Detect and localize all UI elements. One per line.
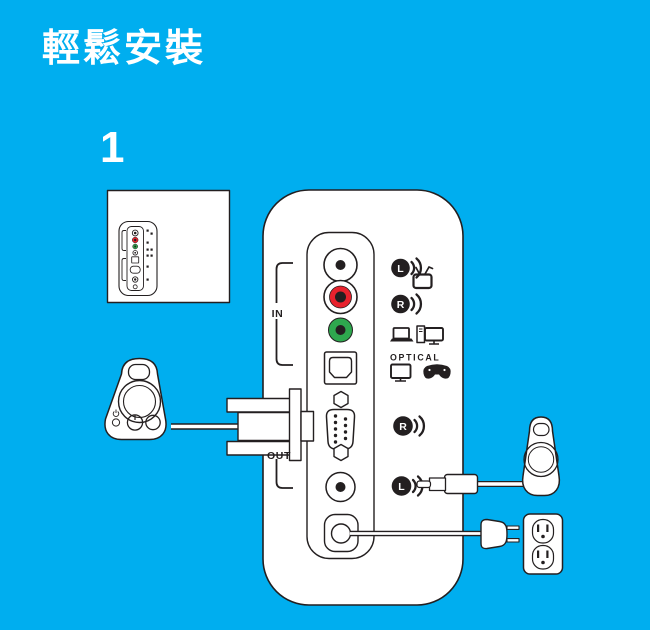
screw-hole-top <box>333 390 349 409</box>
tweeter <box>532 422 550 437</box>
badge-out-left: L <box>391 475 424 497</box>
screw-hole-bottom <box>333 443 349 462</box>
inset-mini-rear-panel <box>118 220 158 297</box>
connector-flange <box>288 388 302 462</box>
speaker-body <box>521 416 561 497</box>
plug-prong <box>506 525 520 530</box>
plug-prong <box>506 538 520 543</box>
display-icon <box>390 363 412 382</box>
thumbscrew-top <box>226 397 292 413</box>
sound-waves-icon <box>410 293 423 315</box>
connector-body <box>237 411 292 442</box>
inset-icon-specks <box>146 229 153 281</box>
rca-jack-white-in <box>323 247 358 283</box>
aux-jack-green-in <box>328 317 353 343</box>
badge-in-left: L <box>391 257 423 279</box>
connector-plug <box>300 410 315 442</box>
outlet-plate <box>522 513 564 575</box>
tv-icon <box>412 266 434 290</box>
rca-plug <box>416 473 479 495</box>
left-speaker <box>104 357 167 441</box>
sound-waves-icon <box>410 257 423 279</box>
in-section: IN <box>266 262 293 366</box>
gamepad-icon <box>423 364 451 379</box>
badge-letter: R <box>399 421 407 433</box>
driver <box>117 379 162 424</box>
db9-port <box>325 408 356 450</box>
monitor-icon <box>424 327 444 345</box>
volume-knob <box>126 414 144 431</box>
laptop-icon <box>390 327 414 342</box>
optical-label: OPTICAL <box>390 353 441 363</box>
outlet-socket-bottom <box>531 544 555 570</box>
control-panel-inset <box>106 189 231 304</box>
driver <box>523 441 559 478</box>
power-outlet-icon <box>522 513 564 575</box>
badge-out-right: R <box>393 415 426 437</box>
optical-port <box>323 351 358 385</box>
vga-connector <box>226 388 315 462</box>
badge-letter: R <box>397 299 405 311</box>
headphone-jack <box>145 414 161 431</box>
tweeter <box>127 363 151 381</box>
rca-jack-red-in <box>323 279 358 315</box>
rca-jack-out <box>325 471 356 503</box>
outlet-socket-top <box>531 518 555 544</box>
power-button <box>111 409 121 427</box>
plug-body <box>480 518 508 550</box>
out-bracket <box>275 459 293 489</box>
badge-in-right: R <box>391 293 423 315</box>
page-title: 輕鬆安裝 <box>42 28 206 70</box>
io-panel <box>306 231 375 560</box>
sound-waves-icon <box>413 415 426 437</box>
out-label: OUT <box>267 450 291 462</box>
badge-letter: L <box>398 481 405 493</box>
power-plug-icon <box>480 518 520 550</box>
step-number: 1 <box>100 123 124 172</box>
right-speaker <box>521 416 561 497</box>
badge-letter: L <box>397 263 404 275</box>
power-port <box>323 513 359 553</box>
in-label: IN <box>272 308 284 320</box>
